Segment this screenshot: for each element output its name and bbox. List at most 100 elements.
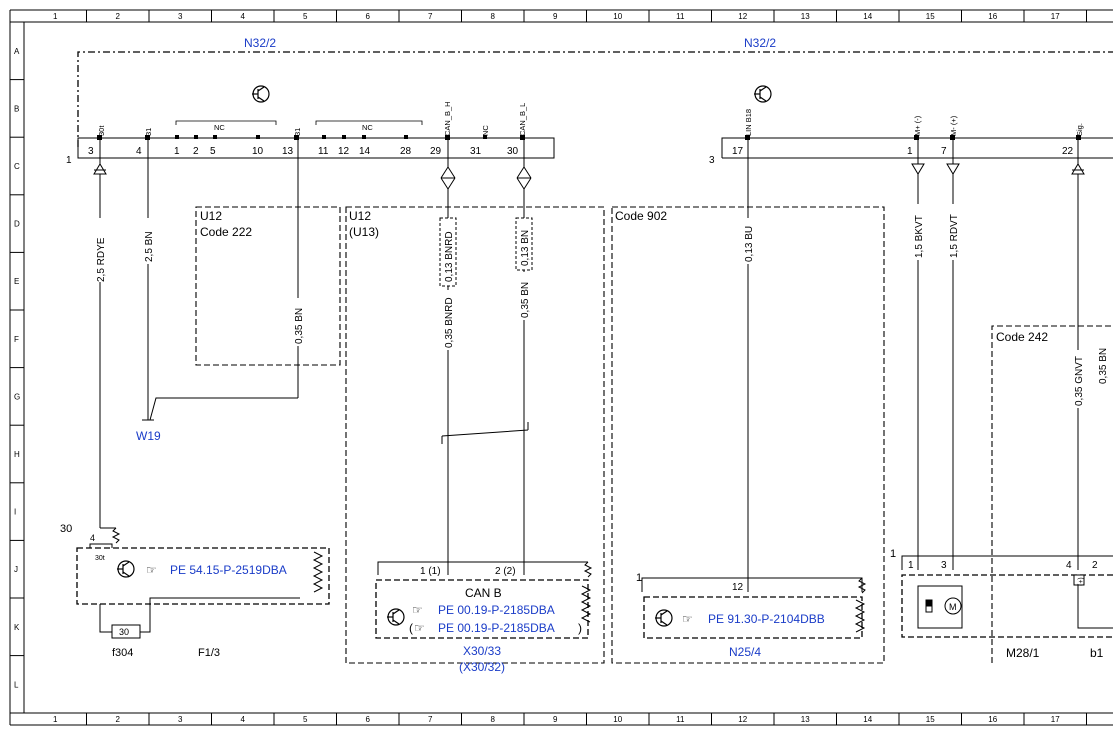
grid-col-label-top: 1 — [53, 12, 58, 21]
ref-pe0019a-link[interactable]: PE 00.19-P-2185DBA — [438, 603, 555, 617]
connector-left-numbers: 3 4 1 2 5 10 13 11 12 14 28 29 31 30 — [88, 146, 519, 157]
grid-row-label: B — [14, 104, 19, 113]
wire-label: 0,35 BN — [1098, 348, 1109, 384]
wire-label: 0,13 BN — [520, 230, 531, 266]
connector-right-numbers: 17 1 7 22 — [732, 146, 1074, 157]
grid-col-label-top: 10 — [613, 12, 622, 21]
n25-pin-index: 1 — [636, 572, 642, 584]
grid-col-label-bottom: 2 — [116, 715, 121, 724]
wire-label: 1,5 BKVT — [914, 215, 925, 258]
connector-left-index: 1 — [66, 155, 72, 166]
fuse-module-icon — [117, 560, 135, 578]
grid-col-label-bottom: 10 — [613, 715, 622, 724]
wire-label: 0,13 BNRD — [444, 231, 455, 282]
ref-pe0019b-link[interactable]: PE 00.19-P-2185DBA — [438, 621, 555, 635]
n25-4-label: N25/4 — [729, 645, 761, 659]
grid-col-label-top: 15 — [926, 12, 935, 21]
wire-label: 0,13 BU — [744, 226, 755, 262]
svg-text:12: 12 — [338, 146, 350, 157]
wire-label: 0,35 GNVT — [1074, 356, 1085, 406]
m28-pin3: 3 — [941, 560, 947, 571]
grid-row-label: A — [14, 47, 20, 56]
electronic-module-icon — [252, 85, 270, 103]
svg-text:22: 22 — [1062, 146, 1074, 157]
grid-row-label: H — [14, 450, 20, 459]
grid-col-label-bottom: 13 — [801, 715, 810, 724]
svg-text:11: 11 — [318, 146, 329, 157]
grid-col-label-bottom: 1 — [53, 715, 58, 724]
svg-text:LIN B18: LIN B18 — [744, 109, 753, 136]
svg-text:5: 5 — [210, 146, 216, 157]
wire-label: 0,35 BN — [520, 282, 531, 318]
m28-1-label: M28/1 — [1006, 646, 1040, 660]
fuse-value: 30 — [119, 627, 129, 637]
ref-pe5415-link[interactable]: PE 54.15-P-2519DBA — [170, 563, 287, 577]
canb-pin2: 2 (2) — [495, 566, 516, 577]
grid-row-label: K — [14, 623, 20, 632]
grid-col-label-top: 9 — [553, 12, 558, 21]
n25-module-icon — [655, 609, 673, 627]
m28-pin1: 1 — [908, 560, 914, 571]
grid-col-label-bottom: 9 — [553, 715, 558, 724]
svg-text:13: 13 — [282, 146, 294, 157]
wire-label: 2,5 RDYE — [96, 237, 107, 282]
code-u12-label: U12 — [200, 209, 222, 223]
svg-text:NC: NC — [481, 125, 490, 136]
wire-label: 0,35 BN — [294, 308, 305, 344]
grid-col-label-bottom: 4 — [241, 715, 246, 724]
svg-text:17: 17 — [732, 146, 744, 157]
connector-left-pin-labels: 30t 31 NC 31 NC CAN_B_H NC CAN_B_L — [97, 101, 527, 136]
svg-text:M- (+): M- (+) — [949, 115, 958, 136]
wire-label: 1,5 RDVT — [949, 214, 960, 258]
m28-pin-index: 1 — [890, 548, 896, 560]
grid-col-label-bottom: 8 — [491, 715, 496, 724]
code-902-label: Code 902 — [615, 209, 667, 223]
ref-pe9130-link[interactable]: PE 91.30-P-2104DBB — [708, 612, 825, 626]
fuse-30-label: 30 — [60, 523, 72, 535]
grid-row-label: E — [14, 277, 19, 286]
pointer-icon: ☞ — [414, 621, 425, 635]
grid-row-label: J — [14, 565, 18, 574]
motor-m-glyph: M — [949, 602, 957, 612]
svg-text:4: 4 — [136, 146, 142, 157]
canb-pin1: 1 (1) — [420, 566, 441, 577]
grid-col-label-top: 8 — [491, 12, 496, 21]
svg-text:M+ (-): M+ (-) — [913, 115, 922, 136]
wire-labels: 2,5 RDYE 2,5 BN 0,35 BN 0,13 BNRD 0,35 B… — [95, 204, 1109, 408]
paren-open: ( — [409, 621, 413, 635]
grid-col-label-bottom: 12 — [738, 715, 747, 724]
svg-text:10: 10 — [252, 146, 264, 157]
w19-label: W19 — [136, 429, 161, 443]
code-u12b-label: U12 — [349, 209, 371, 223]
svg-text:2: 2 — [193, 146, 199, 157]
grid-col-label-bottom: 16 — [988, 715, 997, 724]
grid-row-label: G — [14, 392, 20, 401]
svg-text:31: 31 — [470, 146, 482, 157]
grid-col-label-top: 4 — [241, 12, 246, 21]
electronic-module-icon — [754, 85, 772, 103]
n25-pin: 12 — [732, 582, 744, 593]
grid-col-label-top: 16 — [988, 12, 997, 21]
n32-right-label: N32/2 — [744, 36, 776, 50]
n32-left-label: N32/2 — [244, 36, 276, 50]
f13-label: F1/3 — [198, 647, 220, 659]
grid-col-label-top: 13 — [801, 12, 810, 21]
code-242-label: Code 242 — [996, 330, 1048, 344]
wire-label: 2,5 BN — [144, 231, 155, 262]
code-222-label: Code 222 — [200, 225, 252, 239]
grid-col-label-top: 5 — [303, 12, 308, 21]
fuse-pin4: 4 — [90, 533, 95, 543]
pointer-icon: ☞ — [412, 603, 423, 617]
m28-plus: (+) — [1078, 577, 1085, 586]
x30-32-label: (X30/32) — [459, 660, 505, 674]
grid-col-label-top: 14 — [863, 12, 872, 21]
svg-text:30: 30 — [507, 146, 519, 157]
canb-module-icon — [387, 608, 405, 626]
svg-text:NC: NC — [214, 123, 225, 132]
code-u13-label: (U13) — [349, 225, 379, 239]
grid-row-label: C — [14, 162, 20, 171]
pointer-icon: ☞ — [682, 612, 693, 626]
grid-col-label-bottom: 11 — [676, 715, 685, 724]
